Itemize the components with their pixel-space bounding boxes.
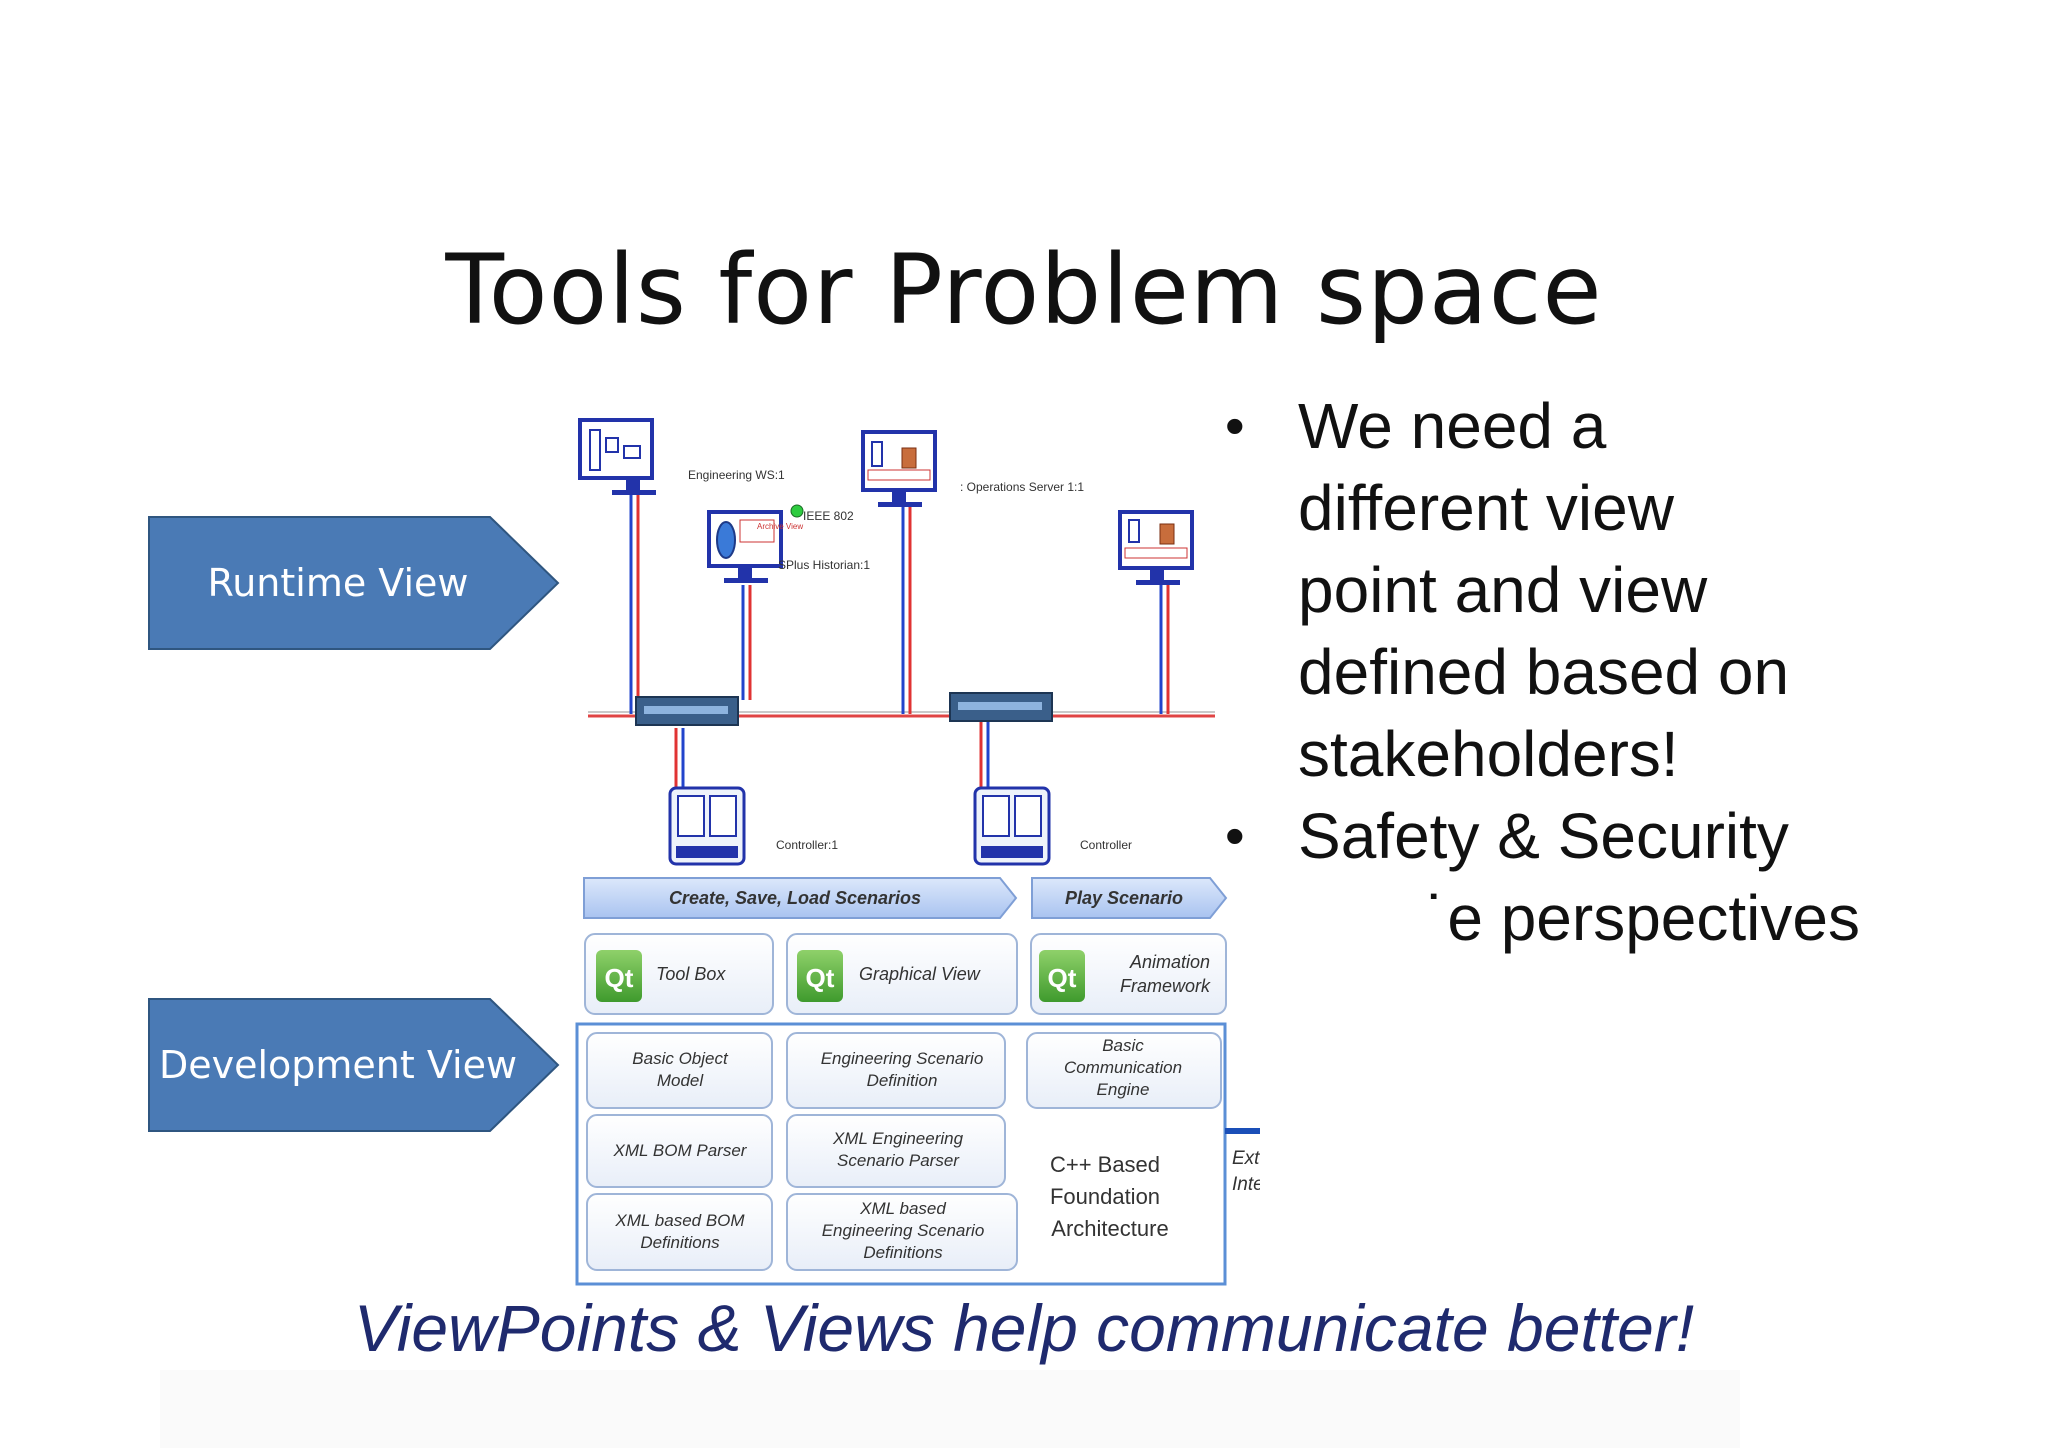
graphical-view-label: Graphical View <box>859 964 981 984</box>
ieee-node-icon <box>790 504 804 518</box>
xml-eng-defs-line3: Definitions <box>863 1243 943 1262</box>
xml-eng-parser-box <box>786 1114 1006 1188</box>
ieee-label: IEEE 802 <box>803 509 854 523</box>
graphical-view-box <box>786 933 1018 1015</box>
qt-logo-text: Qt <box>806 963 835 993</box>
animation-label-line2: Framework <box>1120 976 1211 996</box>
qt-logo-icon <box>596 950 642 1002</box>
external-line1: External <box>1232 1148 1260 1169</box>
xml-bom-defs-line2: Definitions <box>640 1233 720 1252</box>
development-view-arrow: Development View <box>148 998 560 1132</box>
controller-1-label: Controller:1 <box>776 838 838 852</box>
scenario-play-band <box>1031 877 1228 919</box>
controller-1-icon <box>668 786 746 866</box>
basic-object-model-box <box>586 1032 773 1109</box>
engineering-ws-label: Engineering WS:1 <box>688 468 785 482</box>
historian-monitor-icon <box>707 510 783 583</box>
bullet-item-viewpoint: • We need a different view point and vie… <box>1225 385 1945 795</box>
controller-2-label: Controller <box>1080 838 1132 852</box>
xml-eng-defs-box <box>786 1193 1018 1271</box>
animation-label-line1: Animation <box>1129 952 1210 972</box>
qt-logo-text: Qt <box>605 963 634 993</box>
operations-monitor-right-icon <box>1118 510 1194 585</box>
eng-scenario-def-line2: Definition <box>867 1071 938 1090</box>
scenario-create-band <box>583 877 1018 919</box>
toolbox-label: Tool Box <box>656 964 726 984</box>
xml-bom-defs-box <box>586 1193 773 1271</box>
bullet-item-safety: • Safety & Security ˙e perspectives <box>1225 795 1945 959</box>
qt-logo-text: Qt <box>1048 963 1077 993</box>
bullet-line: stakeholders! <box>1298 718 1679 790</box>
eng-scenario-def-box <box>786 1032 1006 1109</box>
footer-shade <box>160 1370 1740 1448</box>
xml-eng-defs-line1: XML based <box>859 1199 946 1218</box>
basic-comm-line2: Communication <box>1064 1058 1182 1077</box>
bullet-line: We need a <box>1298 390 1607 462</box>
xml-eng-defs-line2: Engineering Scenario <box>822 1221 985 1240</box>
scenario-play-label: Play Scenario <box>1065 888 1183 908</box>
archive-view-label: Archive View <box>757 522 803 531</box>
engineering-ws-monitor-icon <box>578 418 656 495</box>
toolbox-box <box>584 933 774 1015</box>
bullet-dot: • <box>1225 394 1245 457</box>
runtime-arrow-shape <box>148 516 560 650</box>
operations-monitor-icon <box>861 430 937 507</box>
xml-bom-parser-label: XML BOM Parser <box>613 1141 748 1160</box>
foundation-container <box>575 1022 1227 1286</box>
slide-title: Tools for Problem space <box>445 234 1603 347</box>
runtime-view-label: Runtime View <box>207 561 469 605</box>
bullet-line: Safety & Security <box>1298 800 1789 872</box>
bullet-dot: • <box>1225 804 1245 867</box>
cpp-foundation-line3: Architecture <box>1051 1216 1168 1241</box>
bullet-list: • We need a different view point and vie… <box>1225 385 1945 959</box>
xml-bom-defs-line1: XML based BOM <box>614 1211 745 1230</box>
bullet-line: ˙e perspectives <box>1426 882 1860 954</box>
architecture-diagram: Engineering WS:1 Archive View IEEE 802 S… <box>575 418 1260 1286</box>
qt-logo-icon <box>797 950 843 1002</box>
basic-comm-line1: Basic <box>1102 1036 1144 1055</box>
basic-comm-engine-box <box>1026 1032 1222 1109</box>
basic-object-line1: Basic Object <box>632 1049 729 1068</box>
runtime-view-arrow: Runtime View <box>148 516 560 650</box>
operations-server-label: : Operations Server 1:1 <box>960 480 1084 494</box>
xml-eng-parser-line2: Scenario Parser <box>837 1151 960 1170</box>
historian-label: SPlus Historian:1 <box>778 558 870 572</box>
network-switch-right <box>949 692 1053 722</box>
network-cables <box>629 492 1170 790</box>
basic-object-line2: Model <box>657 1071 705 1090</box>
cpp-foundation-line2: Foundation <box>1050 1184 1160 1209</box>
bullet-line: different view <box>1298 472 1674 544</box>
basic-comm-line3: Engine <box>1097 1080 1150 1099</box>
bullet-line: point and view <box>1298 554 1708 626</box>
xml-bom-parser-box <box>586 1114 773 1188</box>
controller-2-icon <box>973 786 1051 866</box>
development-arrow-shape <box>148 998 560 1132</box>
development-view-label: Development View <box>158 1043 518 1087</box>
cpp-foundation-line1: C++ Based <box>1050 1152 1160 1177</box>
xml-eng-parser-line1: XML Engineering <box>832 1129 964 1148</box>
qt-logo-icon <box>1039 950 1085 1002</box>
eng-scenario-def-line1: Engineering Scenario <box>821 1049 984 1068</box>
external-line2: Interface <box>1232 1174 1260 1195</box>
network-switch-left <box>635 696 739 726</box>
bullet-line: defined based on <box>1298 636 1790 708</box>
footer-quote: ViewPoints & Views help communicate bett… <box>353 1291 1695 1365</box>
scenario-create-label: Create, Save, Load Scenarios <box>669 888 921 908</box>
animation-framework-box <box>1030 933 1227 1015</box>
